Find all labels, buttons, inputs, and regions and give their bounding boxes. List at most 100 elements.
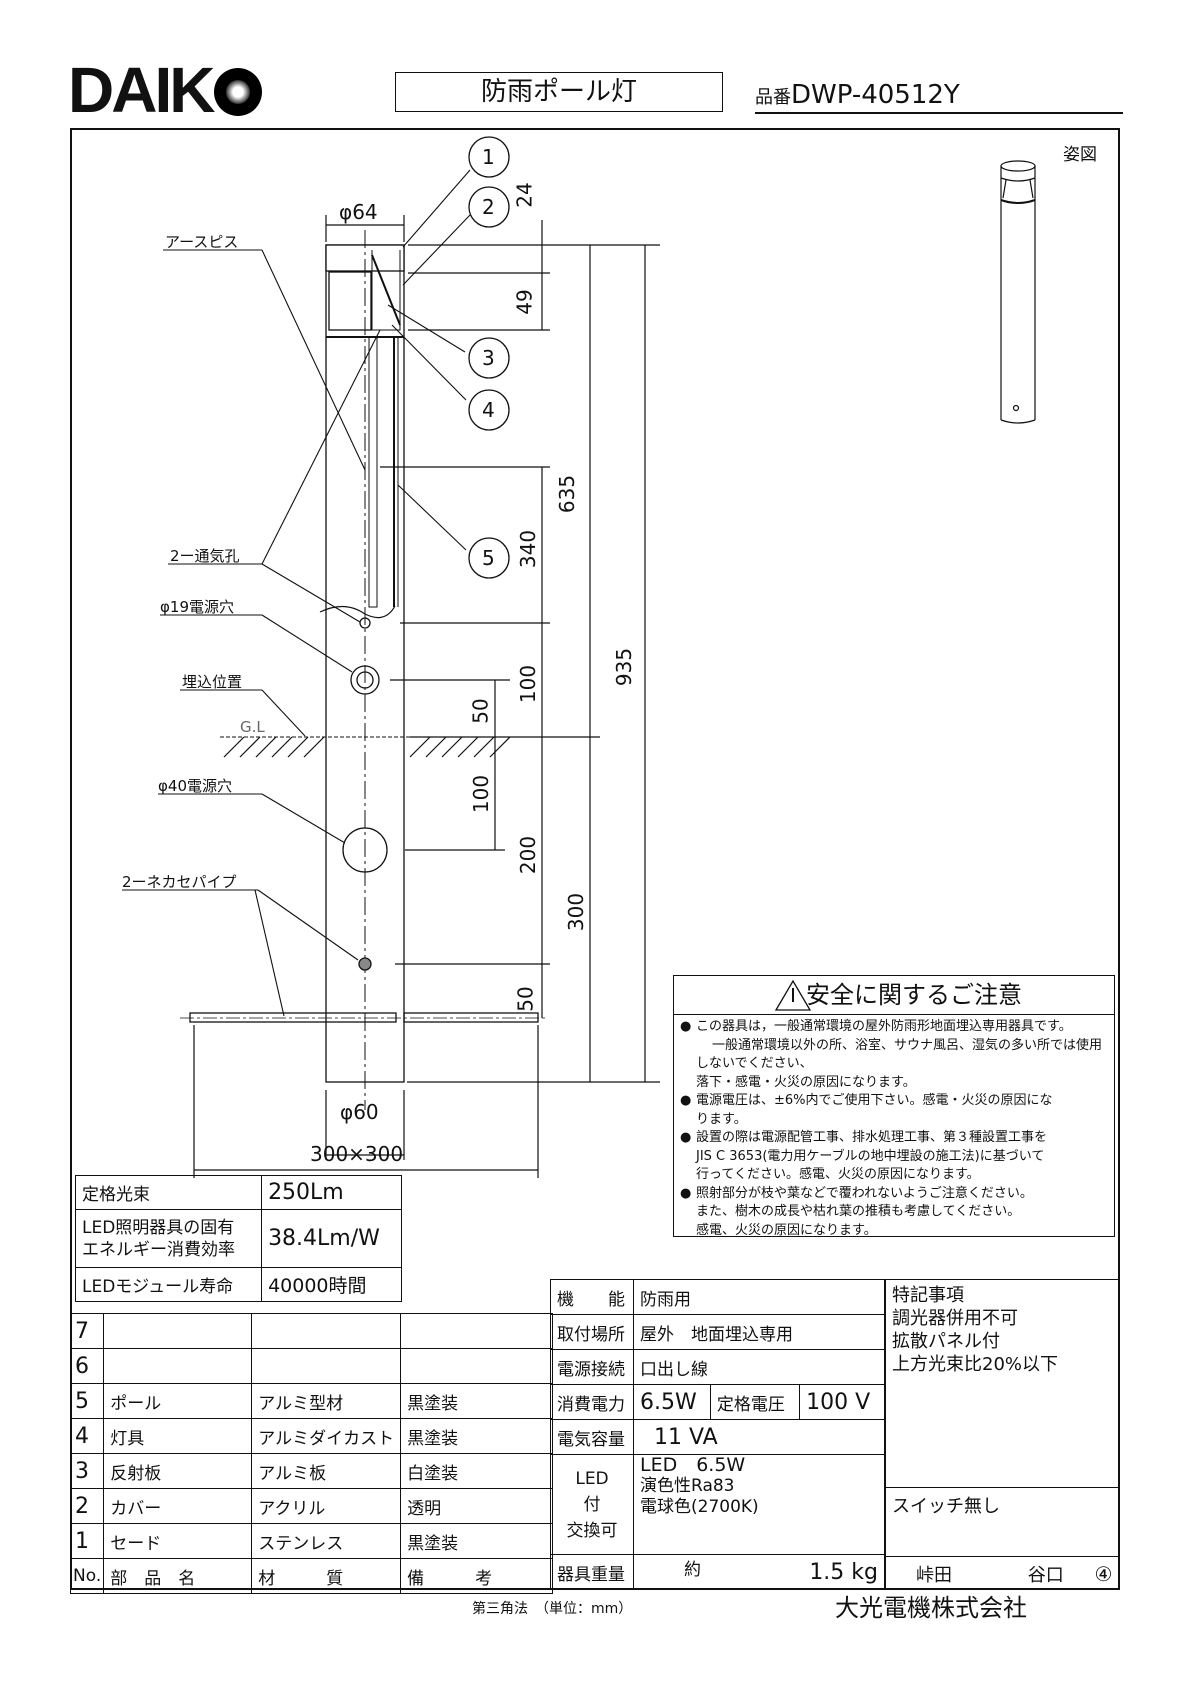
part-name xyxy=(103,1313,253,1349)
spec-label: 消費電力 xyxy=(550,1384,634,1420)
bullet-icon: ● xyxy=(680,1093,692,1108)
part-name: カバー xyxy=(103,1488,253,1524)
part-note xyxy=(400,1313,553,1349)
part-note: 黒塗装 xyxy=(400,1383,553,1419)
part-no: 3 xyxy=(69,1453,105,1489)
spec-label: 取付場所 xyxy=(550,1314,634,1350)
callout-2-label: 2 xyxy=(482,195,495,219)
iso-view-pole xyxy=(1000,160,1036,424)
label-vent-holes: 2ー通気孔 xyxy=(170,547,240,565)
bullet-icon: ● xyxy=(680,1130,692,1145)
safety-list: ●この器具は，一般通常環境の屋外防雨形地面埋込専用器具です。一般通常環境以外の所… xyxy=(674,1015,1114,1243)
sign-checker: 谷口 xyxy=(1027,1565,1064,1586)
header-rule xyxy=(755,112,1123,114)
safety-line: 設置の際は電源配管工事、排水処理工事、第３種設置工事を xyxy=(696,1130,1048,1145)
safety-line: JIS C 3653(電力用ケーブルの地中埋設の施工法)に基づいて xyxy=(696,1148,1045,1164)
safety-line: 落下・感電・火災の原因になります。 xyxy=(696,1074,916,1090)
callout-5 xyxy=(468,537,510,579)
callout-1 xyxy=(468,136,510,178)
sign-row: 峠田 谷口 ④ xyxy=(886,1556,1120,1591)
bullet-icon: ● xyxy=(680,1185,692,1201)
perf-label: 定格光束 xyxy=(74,1175,263,1210)
label-embed-position: 埋込位置 xyxy=(182,673,243,691)
spec-label: 機 能 xyxy=(550,1279,634,1315)
label-earth-screw: アースピス xyxy=(165,233,239,251)
safety-item: ●照射部分が枝や葉などで覆われないようご注意ください。また、樹木の成長や枯れ葉の… xyxy=(680,1185,1108,1241)
spec-label: 器具重量 xyxy=(550,1554,634,1590)
dim-24: 24 xyxy=(512,182,537,208)
callout-5-label: 5 xyxy=(482,546,495,570)
note-item: 拡散パネル付 xyxy=(892,1331,1000,1352)
safety-item: ●この器具は，一般通常環境の屋外防雨形地面埋込専用器具です。一般通常環境以外の所… xyxy=(680,1018,1108,1092)
spec-power: 6.5W xyxy=(633,1384,711,1420)
dim-935: 935 xyxy=(612,647,637,687)
label-gl: G.L xyxy=(240,718,265,736)
part-material xyxy=(251,1313,402,1349)
spec-value: 11 VA xyxy=(633,1419,885,1455)
spec-value: 口出し線 xyxy=(633,1349,885,1385)
label-pipe: 2ーネカセパイプ xyxy=(122,873,237,891)
part-name: 反射板 xyxy=(103,1453,253,1489)
callout-4-label: 4 xyxy=(482,398,495,422)
parts-row: 6 xyxy=(69,1348,553,1384)
pipe-left xyxy=(189,1012,397,1023)
hole-19 xyxy=(350,665,380,695)
safety-line: 一般通常環境以外の所、浴室、サウナ風呂、湿気の多い所では使用 xyxy=(712,1037,1103,1053)
part-note: 黒塗装 xyxy=(400,1418,553,1454)
dim-100-lower: 100 xyxy=(469,774,494,814)
dim-49: 49 xyxy=(512,289,537,315)
dim-100-upper: 100 xyxy=(516,664,541,704)
callout-3 xyxy=(468,337,510,379)
label-iso-view: 姿図 xyxy=(1063,145,1097,165)
note-item: 上方光束比20%以下 xyxy=(892,1354,1059,1375)
vent-hole xyxy=(359,617,371,629)
spec-voltage: 100 V xyxy=(799,1384,885,1420)
part-note: 白塗装 xyxy=(400,1453,553,1489)
part-no: 4 xyxy=(69,1418,105,1454)
safety-title: 安全に関するご注意 xyxy=(674,976,1114,1015)
part-note xyxy=(400,1348,553,1384)
part-name xyxy=(103,1348,253,1384)
callout-2 xyxy=(468,186,510,228)
part-material: ステンレス xyxy=(251,1523,402,1559)
part-no: 1 xyxy=(69,1523,105,1559)
note-item: 調光器併用不可 xyxy=(892,1308,1018,1329)
perf-value: 38.4Lm/W xyxy=(261,1209,402,1268)
safety-line: 電源電圧は、±6%内でご使用下さい。感電・火災の原因にな xyxy=(696,1093,1053,1108)
perf-label: LEDモジュール寿命 xyxy=(74,1267,263,1302)
part-name: ポール xyxy=(103,1383,253,1419)
dim-50-upper: 50 xyxy=(468,698,493,724)
header-material: 材 質 xyxy=(251,1558,402,1594)
part-note: 透明 xyxy=(400,1488,553,1524)
safety-line: また、樹木の成長や枯れ葉の推積も考慮してください。 xyxy=(696,1204,1021,1219)
sign-drafter: 峠田 xyxy=(916,1565,952,1586)
spec-label: 電源接続 xyxy=(550,1349,634,1385)
dim-50-lower: 50 xyxy=(513,986,538,1012)
part-material: アルミ板 xyxy=(251,1453,402,1489)
hole-40 xyxy=(342,827,388,873)
company-name: 大光電機株式会社 xyxy=(835,1594,1027,1622)
safety-item: ● 設置の際は電源配管工事、排水処理工事、第３種設置工事を JIS C 3653(電… xyxy=(680,1129,1108,1185)
warning-triangle-icon xyxy=(774,979,812,1011)
part-material: アクリル xyxy=(251,1488,402,1524)
callout-4 xyxy=(468,389,510,431)
dim-340: 340 xyxy=(516,529,541,569)
daiko-logo: DAIK xyxy=(68,58,263,122)
part-name: 灯具 xyxy=(103,1418,253,1454)
header-name: 部 品 名 xyxy=(103,1558,253,1594)
document-title: 防雨ポール灯 xyxy=(395,72,723,112)
part-number: 品番DWP-40512Y xyxy=(755,80,960,110)
header-no: No. xyxy=(69,1558,105,1594)
